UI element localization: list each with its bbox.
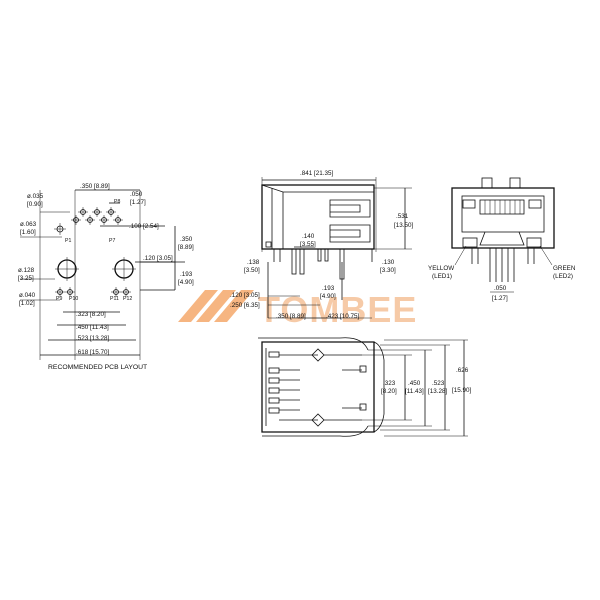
- dim-dia-040: ø.040: [19, 292, 36, 299]
- dim-dia-035-mm: [0.90]: [27, 201, 43, 208]
- bottom-dim-523: .523: [432, 380, 445, 387]
- pin-holes: [54, 207, 123, 235]
- bottom-dim-450-mm: [11.43]: [405, 388, 424, 395]
- dim-w-450: .450 [11.43]: [76, 324, 109, 331]
- dim-120: .120 [3.05]: [230, 292, 260, 299]
- bottom-dim-450: .450: [408, 380, 421, 387]
- bottom-pin-traces: [268, 348, 367, 427]
- front-label-led2: (LED2): [553, 273, 573, 280]
- pin-label-p9: P9: [56, 296, 62, 302]
- dim-140-mm: [3.55]: [300, 241, 316, 248]
- bottom-dim-323: .323: [383, 380, 396, 387]
- front-dim-050: .050: [494, 285, 507, 292]
- front-label-led1: (LED1): [432, 273, 452, 280]
- pcb-layout-title: RECOMMENDED PCB LAYOUT: [48, 364, 147, 371]
- dim-right-height: .350: [180, 236, 193, 243]
- front-dim-050-mm: [1.27]: [492, 295, 508, 302]
- pin-label-p11: P11: [110, 296, 119, 302]
- dim-423: .423 [10.75]: [326, 313, 360, 320]
- pin-label-p8: P8: [114, 199, 120, 205]
- pin-label-p10: P10: [69, 296, 78, 302]
- dim-right-height-mm: [8.89]: [178, 244, 194, 251]
- dim-length: .841 [21.35]: [300, 170, 334, 177]
- dim-138-mm: [3.50]: [244, 267, 260, 274]
- dim-top-gap: .050: [130, 191, 143, 198]
- dim-dia-063: ø.063: [20, 221, 37, 228]
- dim-right-lower: .193: [180, 271, 193, 278]
- watermark: TOMBEE: [178, 289, 417, 330]
- dim-top-gap-mm: [1.27]: [130, 199, 146, 206]
- pin-label-p7: P7: [109, 238, 115, 244]
- dim-w-523: .523 [13.28]: [76, 335, 110, 342]
- side-view: .841 [21.35] .531 [13.50] .140 [3.55] .1…: [230, 170, 414, 320]
- bottom-view: .323 [8.20] .450 [11.43] .523 [13.28] .6…: [258, 337, 472, 437]
- dim-pin-pitch: .100 [2.54]: [129, 223, 159, 230]
- bottom-dim-626-mm: [15.90]: [452, 387, 472, 394]
- dim-193: .193: [322, 285, 335, 292]
- dim-hole-offset: .120 [3.05]: [143, 255, 173, 262]
- watermark-text: TOMBEE: [258, 289, 417, 330]
- dim-130: .130: [382, 259, 395, 266]
- front-label-green: GREEN: [553, 265, 576, 272]
- dim-right-lower-mm: [4.90]: [178, 279, 194, 286]
- led-holes: [55, 287, 131, 297]
- dim-dia-128-mm: [3.25]: [18, 275, 34, 282]
- dim-dia-128: ø.128: [18, 267, 35, 274]
- bottom-dim-323-mm: [8.20]: [381, 388, 397, 395]
- dim-dia-063-mm: [1.60]: [20, 229, 36, 236]
- dim-350: .350 [8.89]: [276, 313, 306, 320]
- bottom-dim-523-mm: [13.28]: [428, 388, 448, 395]
- pcb-layout-view: P1 P8 P7 P9 P10 P11 P12 .350 [8.89] .050…: [18, 183, 194, 371]
- dim-130-mm: [3.30]: [380, 267, 396, 274]
- pin-label-p12: P12: [123, 296, 132, 302]
- bottom-dim-626: .626: [456, 367, 469, 374]
- dim-193-mm: [4.90]: [320, 293, 336, 300]
- dim-250: .250 [6.35]: [230, 302, 260, 309]
- dim-dia-040-mm: [1.02]: [19, 300, 35, 307]
- dim-height-mm: [13.50]: [394, 222, 414, 229]
- dim-140: .140: [302, 233, 315, 240]
- front-view: YELLOW (LED1) GREEN (LED2) .050 [1.27]: [428, 177, 576, 302]
- dim-height: .531: [396, 213, 409, 220]
- dim-dia-035: ø.035: [27, 193, 44, 200]
- dim-w-618: .618 [15.70]: [76, 349, 110, 356]
- front-label-yellow: YELLOW: [428, 265, 454, 272]
- pin-label-p1: P1: [65, 238, 71, 244]
- dim-top-pitch: .350 [8.89]: [80, 183, 110, 190]
- dim-w-323: .323 [8.20]: [76, 311, 106, 318]
- dim-138: .138: [247, 259, 260, 266]
